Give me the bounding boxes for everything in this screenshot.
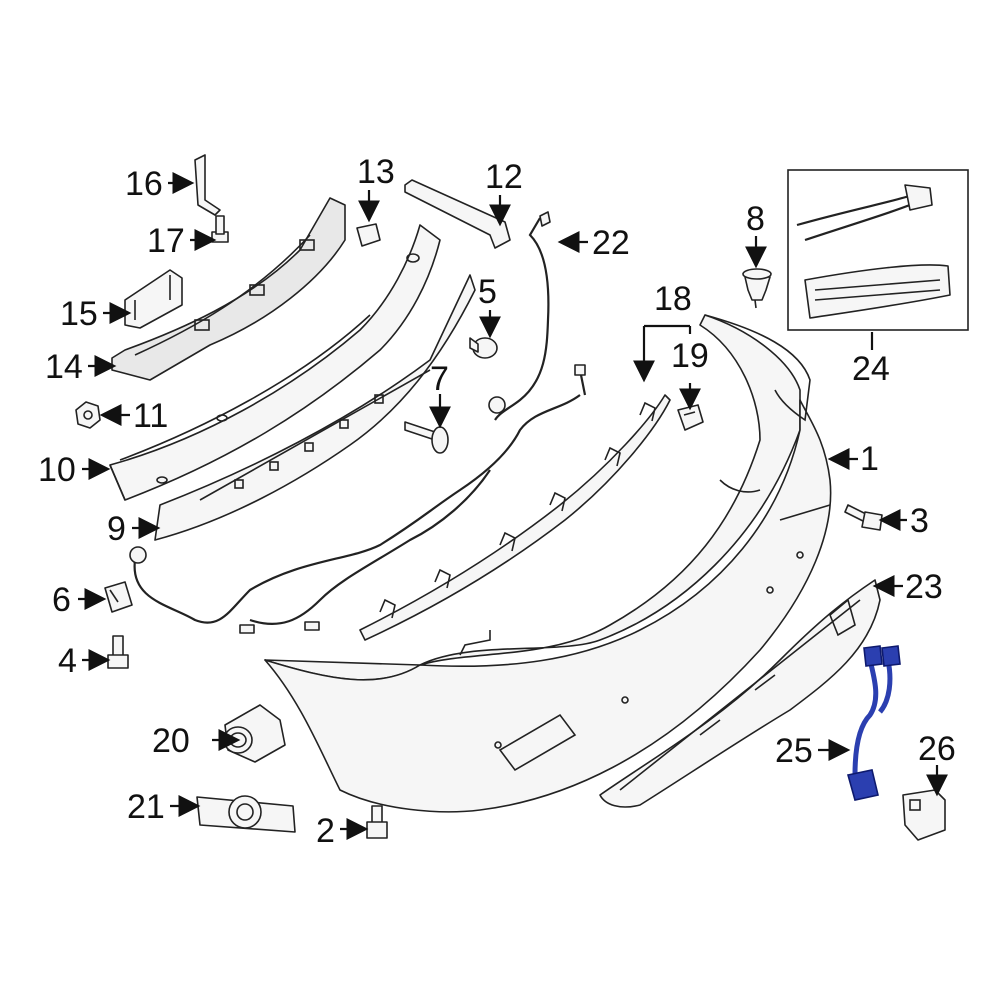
- bolt-2: [366, 805, 388, 839]
- callout-21: 21: [127, 788, 165, 826]
- bolt-17: [211, 215, 229, 243]
- leader-arrows: [78, 172, 948, 840]
- bracket-26: [902, 789, 946, 841]
- clip-5: [469, 337, 498, 359]
- callout-9: 9: [107, 510, 126, 548]
- clip-6: [104, 581, 133, 613]
- bolt-3: [844, 504, 883, 531]
- callout-16: 16: [125, 165, 163, 203]
- callout-18: 18: [654, 280, 692, 318]
- foam-absorber: [111, 197, 346, 381]
- lower-diffuser-23: [599, 579, 881, 808]
- clip-13: [356, 223, 381, 247]
- side-bracket: [124, 269, 183, 329]
- callout-labels: 1 2 3 4 5 6 7 8 9 10 11 12 13 14 15 16 1…: [38, 153, 956, 850]
- callout-20: 20: [152, 722, 190, 760]
- callout-11: 11: [133, 397, 168, 435]
- callout-8: 8: [746, 200, 765, 238]
- garnish-inset-box: [787, 169, 969, 331]
- callout-15: 15: [60, 295, 98, 333]
- callout-3: 3: [910, 502, 929, 540]
- sensor-holder-21: [196, 795, 296, 833]
- callout-13: 13: [357, 153, 395, 191]
- harness-lead-22: [494, 211, 551, 421]
- retainer-rail-18: [359, 394, 671, 641]
- parking-sensor-20: [223, 704, 286, 763]
- nut-11: [75, 401, 101, 429]
- callout-14: 14: [45, 348, 83, 386]
- callout-23: 23: [905, 568, 943, 606]
- callout-22: 22: [592, 224, 630, 262]
- harness-25-highlighted: [846, 645, 901, 801]
- callout-1: 1: [860, 440, 879, 478]
- callout-2: 2: [316, 812, 335, 850]
- callout-25: 25: [775, 732, 813, 770]
- push-pin-7: [404, 421, 449, 454]
- callout-17: 17: [147, 222, 185, 260]
- callout-19: 19: [671, 337, 709, 375]
- clip-19: [677, 404, 704, 431]
- retainer-strip-12: [404, 179, 511, 249]
- callout-4: 4: [58, 642, 77, 680]
- impact-absorber-plate: [154, 274, 476, 541]
- callout-12: 12: [485, 158, 523, 196]
- bumper-cover: [264, 314, 832, 813]
- callout-24: 24: [852, 350, 890, 388]
- callout-5: 5: [478, 273, 497, 311]
- reinforcement-beam: [109, 224, 441, 501]
- callout-26: 26: [918, 730, 956, 768]
- callout-6: 6: [52, 581, 71, 619]
- callout-10: 10: [38, 451, 76, 489]
- upper-bracket: [194, 154, 221, 216]
- callout-7: 7: [430, 360, 449, 398]
- bolt-4: [107, 635, 129, 669]
- wiring-harness: [129, 364, 587, 634]
- clip-8: [742, 268, 772, 309]
